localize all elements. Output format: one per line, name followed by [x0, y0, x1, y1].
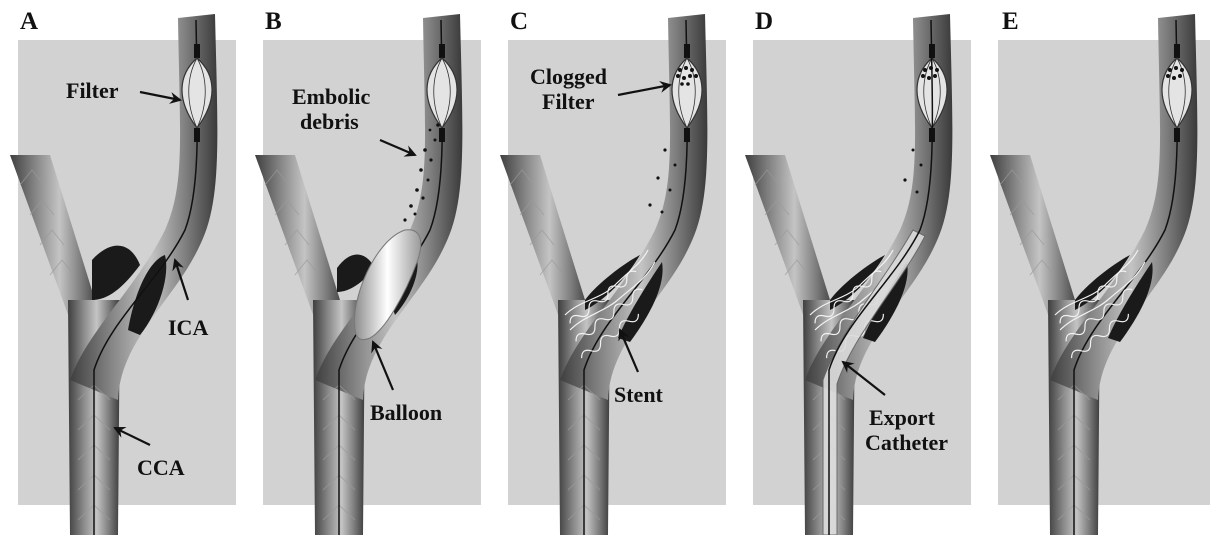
- clogged-filter-label-line2: Filter: [530, 89, 607, 114]
- panel-a: [10, 14, 236, 535]
- export-catheter-label: Export Catheter: [865, 405, 948, 455]
- ica-label: ICA: [168, 315, 208, 340]
- export-catheter-label-line2: Catheter: [865, 430, 948, 455]
- embolic-debris-label-line2: debris: [292, 109, 370, 134]
- embolic-debris-label-line1: Embolic: [292, 84, 370, 109]
- clogged-filter-label: Clogged Filter: [530, 64, 607, 114]
- panel-letter-a: A: [20, 8, 38, 36]
- embolic-debris-label: Embolic debris: [292, 84, 370, 134]
- panel-d: [745, 14, 971, 535]
- balloon-label: Balloon: [370, 400, 442, 425]
- panel-letter-e: E: [1002, 8, 1019, 36]
- panel-letter-b: B: [265, 8, 282, 36]
- export-catheter-label-line1: Export: [865, 405, 948, 430]
- panel-letter-d: D: [755, 8, 773, 36]
- stent-label: Stent: [614, 382, 663, 407]
- clogged-filter-label-line1: Clogged: [530, 64, 607, 89]
- filter-label: Filter: [66, 78, 119, 103]
- panel-letter-c: C: [510, 8, 528, 36]
- cca-label: CCA: [137, 455, 185, 480]
- panel-e: [990, 14, 1210, 535]
